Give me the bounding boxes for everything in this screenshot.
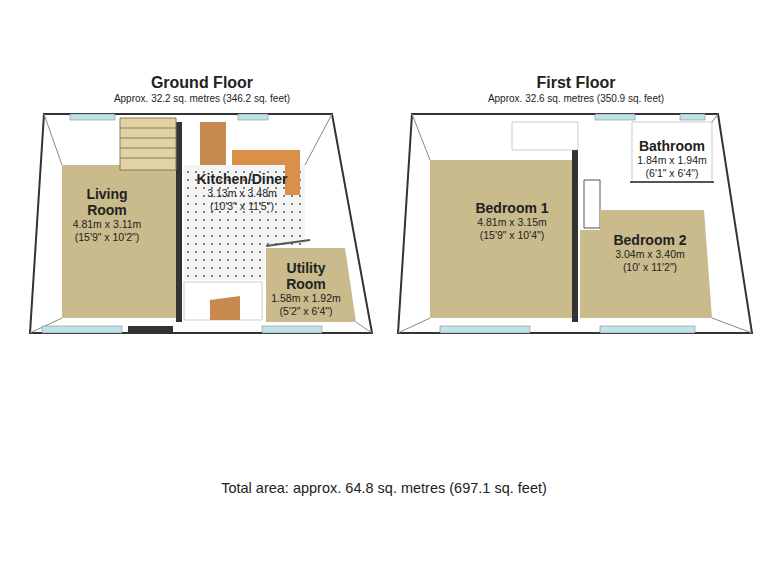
room-dimension: (15'9" x 10'4")	[452, 229, 572, 242]
floor-plan: First FloorApprox. 32.6 sq. metres (350.…	[396, 74, 756, 336]
total-area-caption: Total area: approx. 64.8 sq. metres (697…	[0, 480, 768, 496]
floor-area: Approx. 32.2 sq. metres (346.2 sq. feet)	[28, 92, 376, 105]
room-name: Living Room	[77, 186, 137, 218]
room-name: Kitchen/Diner	[182, 171, 302, 187]
room-dimension: 4.81m x 3.15m	[452, 216, 572, 229]
room-dimension: (6'1" x 6'4")	[632, 167, 712, 180]
floor-plan: Ground FloorApprox. 32.2 sq. metres (346…	[28, 74, 376, 336]
floor-area: Approx. 32.6 sq. metres (350.9 sq. feet)	[396, 92, 756, 105]
room-name: Bedroom 1	[452, 200, 572, 216]
room-label: Living Room4.81m x 3.11m(15'9" x 10'2")	[57, 186, 157, 244]
room-dimension: 1.84m x 1.94m	[632, 154, 712, 167]
room-dimension: (10'3" x 11'5")	[182, 200, 302, 213]
room-dimension: (15'9" x 10'2")	[57, 231, 157, 244]
room-label: Bedroom 14.81m x 3.15m(15'9" x 10'4")	[452, 200, 572, 242]
floor-title: Ground Floor	[28, 74, 376, 92]
room-name: Utility Room	[276, 260, 336, 292]
room-dimension: (10' x 11'2")	[595, 261, 705, 274]
room-label: Bathroom1.84m x 1.94m(6'1" x 6'4")	[632, 138, 712, 180]
room-dimension: 3.04m x 3.40m	[595, 248, 705, 261]
floor-title: First Floor	[396, 74, 756, 92]
room-name: Bathroom	[632, 138, 712, 154]
room-dimension: 3.13m x 3.48m	[182, 187, 302, 200]
room-dimension: (5'2" x 6'4")	[261, 305, 351, 318]
room-dimension: 4.81m x 3.11m	[57, 218, 157, 231]
room-name: Bedroom 2	[595, 232, 705, 248]
room-label: Kitchen/Diner3.13m x 3.48m(10'3" x 11'5"…	[182, 171, 302, 213]
room-dimension: 1.58m x 1.92m	[261, 292, 351, 305]
room-label: Bedroom 23.04m x 3.40m(10' x 11'2")	[595, 232, 705, 274]
room-label: Utility Room1.58m x 1.92m(5'2" x 6'4")	[261, 260, 351, 318]
